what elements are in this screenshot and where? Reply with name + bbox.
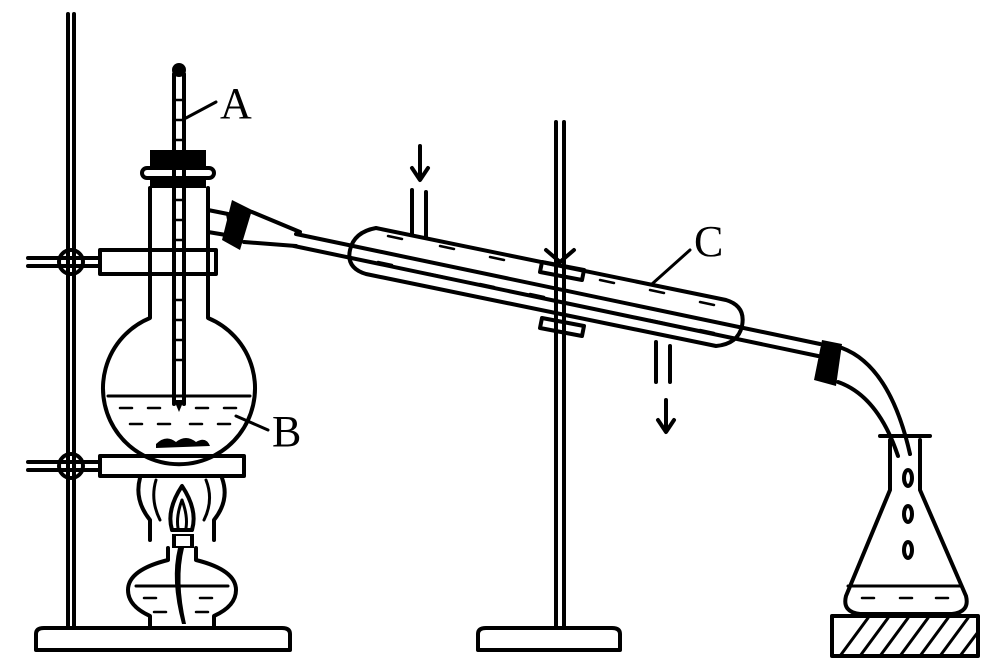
drop-3 <box>902 540 914 560</box>
flask-stopper <box>140 150 216 188</box>
water-outlet <box>654 340 672 384</box>
thermometer-top-bulb <box>172 63 186 77</box>
boiling-chips <box>156 438 210 448</box>
label-a: A <box>220 79 252 128</box>
left-stand-base <box>34 626 292 652</box>
flask-condenser-joint <box>222 200 302 250</box>
upper-clamp <box>26 248 218 276</box>
adapter-joint <box>814 340 842 386</box>
lower-ring-clamp <box>26 452 246 480</box>
middle-iron-stand <box>476 120 622 652</box>
leader-a <box>184 100 218 120</box>
condenser-clamp-top <box>538 260 586 282</box>
flask-liquid <box>118 406 238 426</box>
wooden-block <box>830 614 980 658</box>
outlet-arrow <box>656 398 676 434</box>
drop-1 <box>902 468 914 488</box>
adapter-tube <box>836 346 912 458</box>
leader-b <box>234 414 270 432</box>
middle-stand-base <box>476 626 622 652</box>
thermometer <box>172 63 186 412</box>
distilling-flask <box>101 186 257 467</box>
label-c: C <box>694 217 723 266</box>
water-inlet <box>410 188 428 240</box>
left-iron-stand <box>26 12 292 652</box>
alcohol-lamp <box>126 476 238 630</box>
condenser-clamp-bottom <box>538 316 586 338</box>
thermometer-bulb <box>174 400 184 412</box>
receiving-flask <box>843 434 969 616</box>
flame <box>168 484 196 532</box>
drop-2 <box>902 504 914 524</box>
condenser-jacket <box>347 226 745 348</box>
cooling-water <box>376 234 716 335</box>
leader-c <box>650 248 692 286</box>
clamp-screw <box>544 248 576 264</box>
inlet-arrow <box>410 144 430 182</box>
adapter <box>814 340 912 458</box>
label-b: B <box>272 407 301 456</box>
